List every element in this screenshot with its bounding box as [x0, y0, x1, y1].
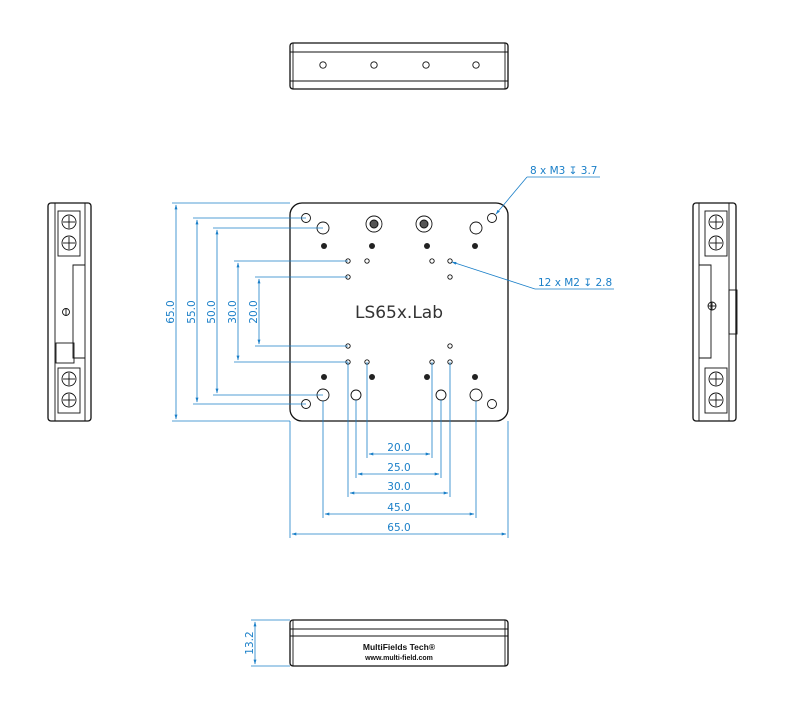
connector-icon	[365, 215, 383, 233]
m3-hole	[321, 374, 327, 380]
m3-hole	[487, 399, 497, 409]
dim-65: 65.0	[165, 300, 177, 323]
brand-url: www.multi-field.com	[364, 655, 433, 662]
top-hole	[319, 61, 327, 69]
m2-callout: 12 x M2 ↧ 2.8	[538, 277, 612, 289]
horizontal-dimensions: 20.0 25.0 30.0 45.0 65.0	[289, 362, 509, 538]
front-view: LS65x.Lab	[289, 202, 509, 422]
m2-hole	[447, 343, 453, 349]
dim-h-20: 20.0	[387, 442, 410, 454]
terminal-screw-icon	[61, 371, 77, 387]
vertical-dimensions: 65.0 55.0 50.0 30.0 20.0	[165, 202, 348, 422]
m3-hole	[321, 243, 327, 249]
terminal-screw-icon	[61, 392, 77, 408]
m2-hole	[447, 274, 453, 280]
terminal-screw-icon	[61, 214, 77, 230]
m2-hole	[429, 258, 435, 264]
dim-55: 55.0	[186, 300, 198, 323]
left-side-view	[47, 202, 92, 422]
m3-hole	[424, 374, 430, 380]
terminal-screw-icon	[708, 392, 724, 408]
hole-callouts: 8 x M3 ↧ 3.7 12 x M2 ↧ 2.8	[451, 165, 614, 290]
dim-h-65: 65.0	[387, 522, 410, 534]
m3-hole	[369, 374, 375, 380]
top-hole	[422, 61, 430, 69]
dim-h-45: 45.0	[387, 502, 410, 514]
m2-hole	[364, 258, 370, 264]
bottom-view: MultiFields Tech® www.multi-field.com 13…	[244, 619, 509, 667]
dim-30: 30.0	[227, 300, 239, 323]
dim-50: 50.0	[206, 300, 218, 323]
dim-height-13-2: 13.2	[244, 631, 256, 654]
m3-hole	[424, 243, 430, 249]
m3-hole	[472, 374, 478, 380]
m3-callout: 8 x M3 ↧ 3.7	[530, 165, 597, 177]
terminal-screw-icon	[708, 235, 724, 251]
model-label: LS65x.Lab	[355, 303, 443, 323]
top-hole	[472, 61, 480, 69]
terminal-screw-icon	[708, 214, 724, 230]
m3-hole	[487, 213, 497, 223]
terminal-screw-icon	[708, 371, 724, 387]
connector-icon	[415, 215, 433, 233]
mount-hole	[469, 221, 483, 235]
terminal-screw-icon	[61, 235, 77, 251]
side-screw-icon	[62, 308, 70, 316]
dim-h-30: 30.0	[387, 481, 410, 493]
dim-h-25: 25.0	[387, 462, 410, 474]
right-side-view	[692, 202, 738, 422]
m3-hole	[369, 243, 375, 249]
m2-hole	[447, 258, 453, 264]
brand-label: MultiFields Tech®	[363, 642, 436, 652]
top-hole	[370, 61, 378, 69]
m3-hole	[472, 243, 478, 249]
top-view	[289, 42, 509, 90]
dim-20: 20.0	[248, 300, 260, 323]
